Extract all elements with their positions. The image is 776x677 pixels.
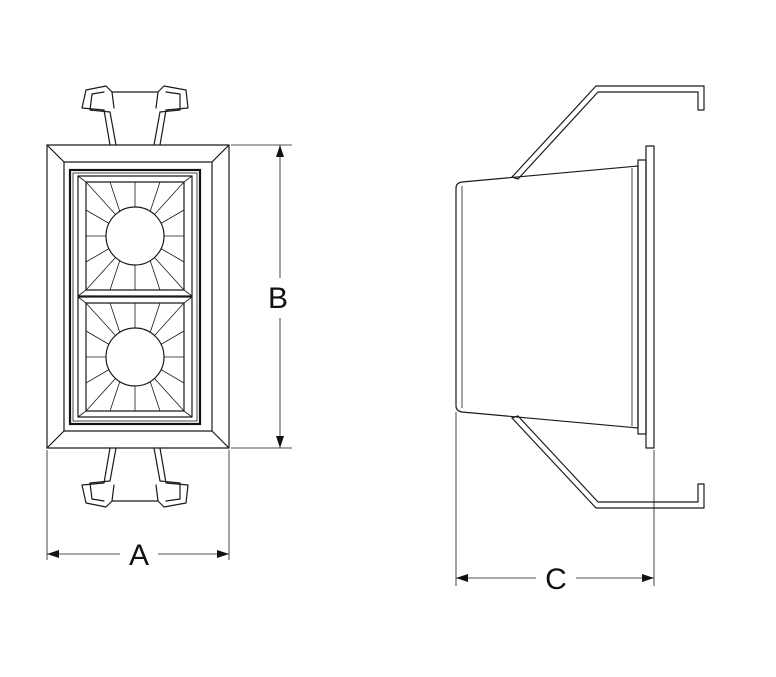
- side-front-flange: [637, 145, 655, 449]
- side-top-spring-clip: [511, 85, 705, 180]
- side-view: C: [455, 85, 705, 596]
- front-bottom-spring-clips: [81, 447, 189, 508]
- dimension-c-label: C: [545, 563, 567, 596]
- dimension-b: B: [231, 144, 292, 449]
- front-reflector-cell-lower: [77, 296, 193, 418]
- front-bezel: [46, 144, 230, 449]
- front-view: A B: [46, 85, 292, 572]
- dimension-a: A: [46, 450, 230, 572]
- dimension-b-label: B: [268, 282, 288, 315]
- front-top-spring-clips: [81, 85, 189, 146]
- side-housing-body: [455, 165, 639, 429]
- dimension-c: C: [455, 412, 655, 596]
- dimension-a-label: A: [129, 539, 149, 572]
- front-reflector-cell-upper: [77, 175, 193, 297]
- side-bottom-spring-clip: [511, 415, 705, 509]
